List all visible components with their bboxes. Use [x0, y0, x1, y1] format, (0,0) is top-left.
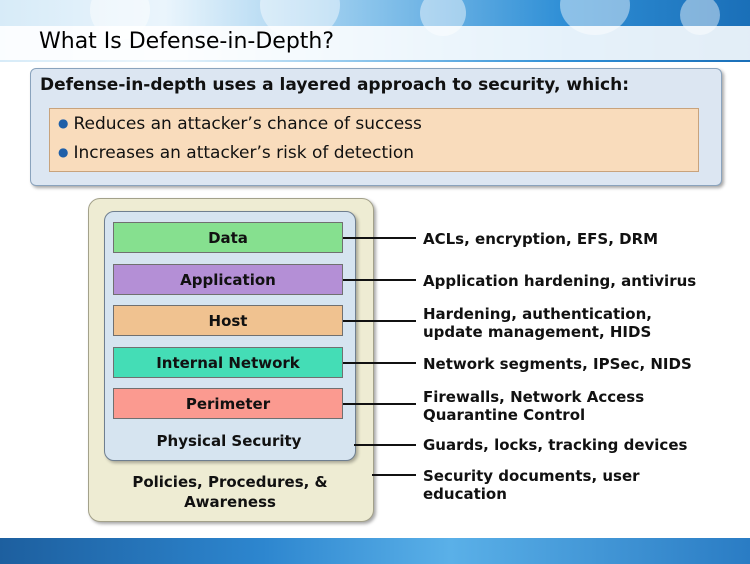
- control-label-data: ACLs, encryption, EFS, DRM: [423, 230, 659, 248]
- connector-line: [343, 237, 416, 239]
- summary-bullet: ●Increases an attacker’s risk of detecti…: [58, 143, 415, 163]
- connector-line: [343, 320, 416, 322]
- summary-bullet: ●Reduces an attacker’s chance of success: [58, 114, 422, 134]
- summary-bullet-list: ●Reduces an attacker’s chance of success…: [49, 108, 699, 172]
- footer-band: [0, 538, 750, 564]
- connector-line: [343, 362, 416, 364]
- control-label-internal-network: Network segments, IPSec, NIDS: [423, 355, 692, 373]
- summary-heading: Defense-in-depth uses a layered approach…: [40, 75, 630, 95]
- layer-data: Data: [113, 222, 343, 253]
- control-label-host: Hardening, authentication, update manage…: [423, 305, 652, 341]
- title-bar: [0, 26, 750, 60]
- summary-box: Defense-in-depth uses a layered approach…: [30, 68, 722, 186]
- connector-line: [354, 444, 416, 446]
- connector-line: [343, 279, 416, 281]
- layer-internal-network: Internal Network: [113, 347, 343, 378]
- layer-perimeter: Perimeter: [113, 388, 343, 419]
- slide-title: What Is Defense-in-Depth?: [39, 29, 335, 54]
- policies-label: Policies, Procedures, & Awareness: [132, 473, 328, 511]
- layer-host: Host: [113, 305, 343, 336]
- physical-security-label: Physical Security: [156, 432, 302, 450]
- control-label-policies: Security documents, user education: [423, 467, 640, 503]
- connector-line: [343, 403, 416, 405]
- bullet-icon: ●: [58, 116, 69, 130]
- control-label-perimeter: Firewalls, Network Access Quarantine Con…: [423, 388, 645, 424]
- connector-line: [372, 474, 416, 476]
- control-label-physical-security: Guards, locks, tracking devices: [423, 436, 688, 454]
- layer-application: Application: [113, 264, 343, 295]
- control-label-application: Application hardening, antivirus: [423, 272, 697, 290]
- bullet-icon: ●: [58, 145, 69, 159]
